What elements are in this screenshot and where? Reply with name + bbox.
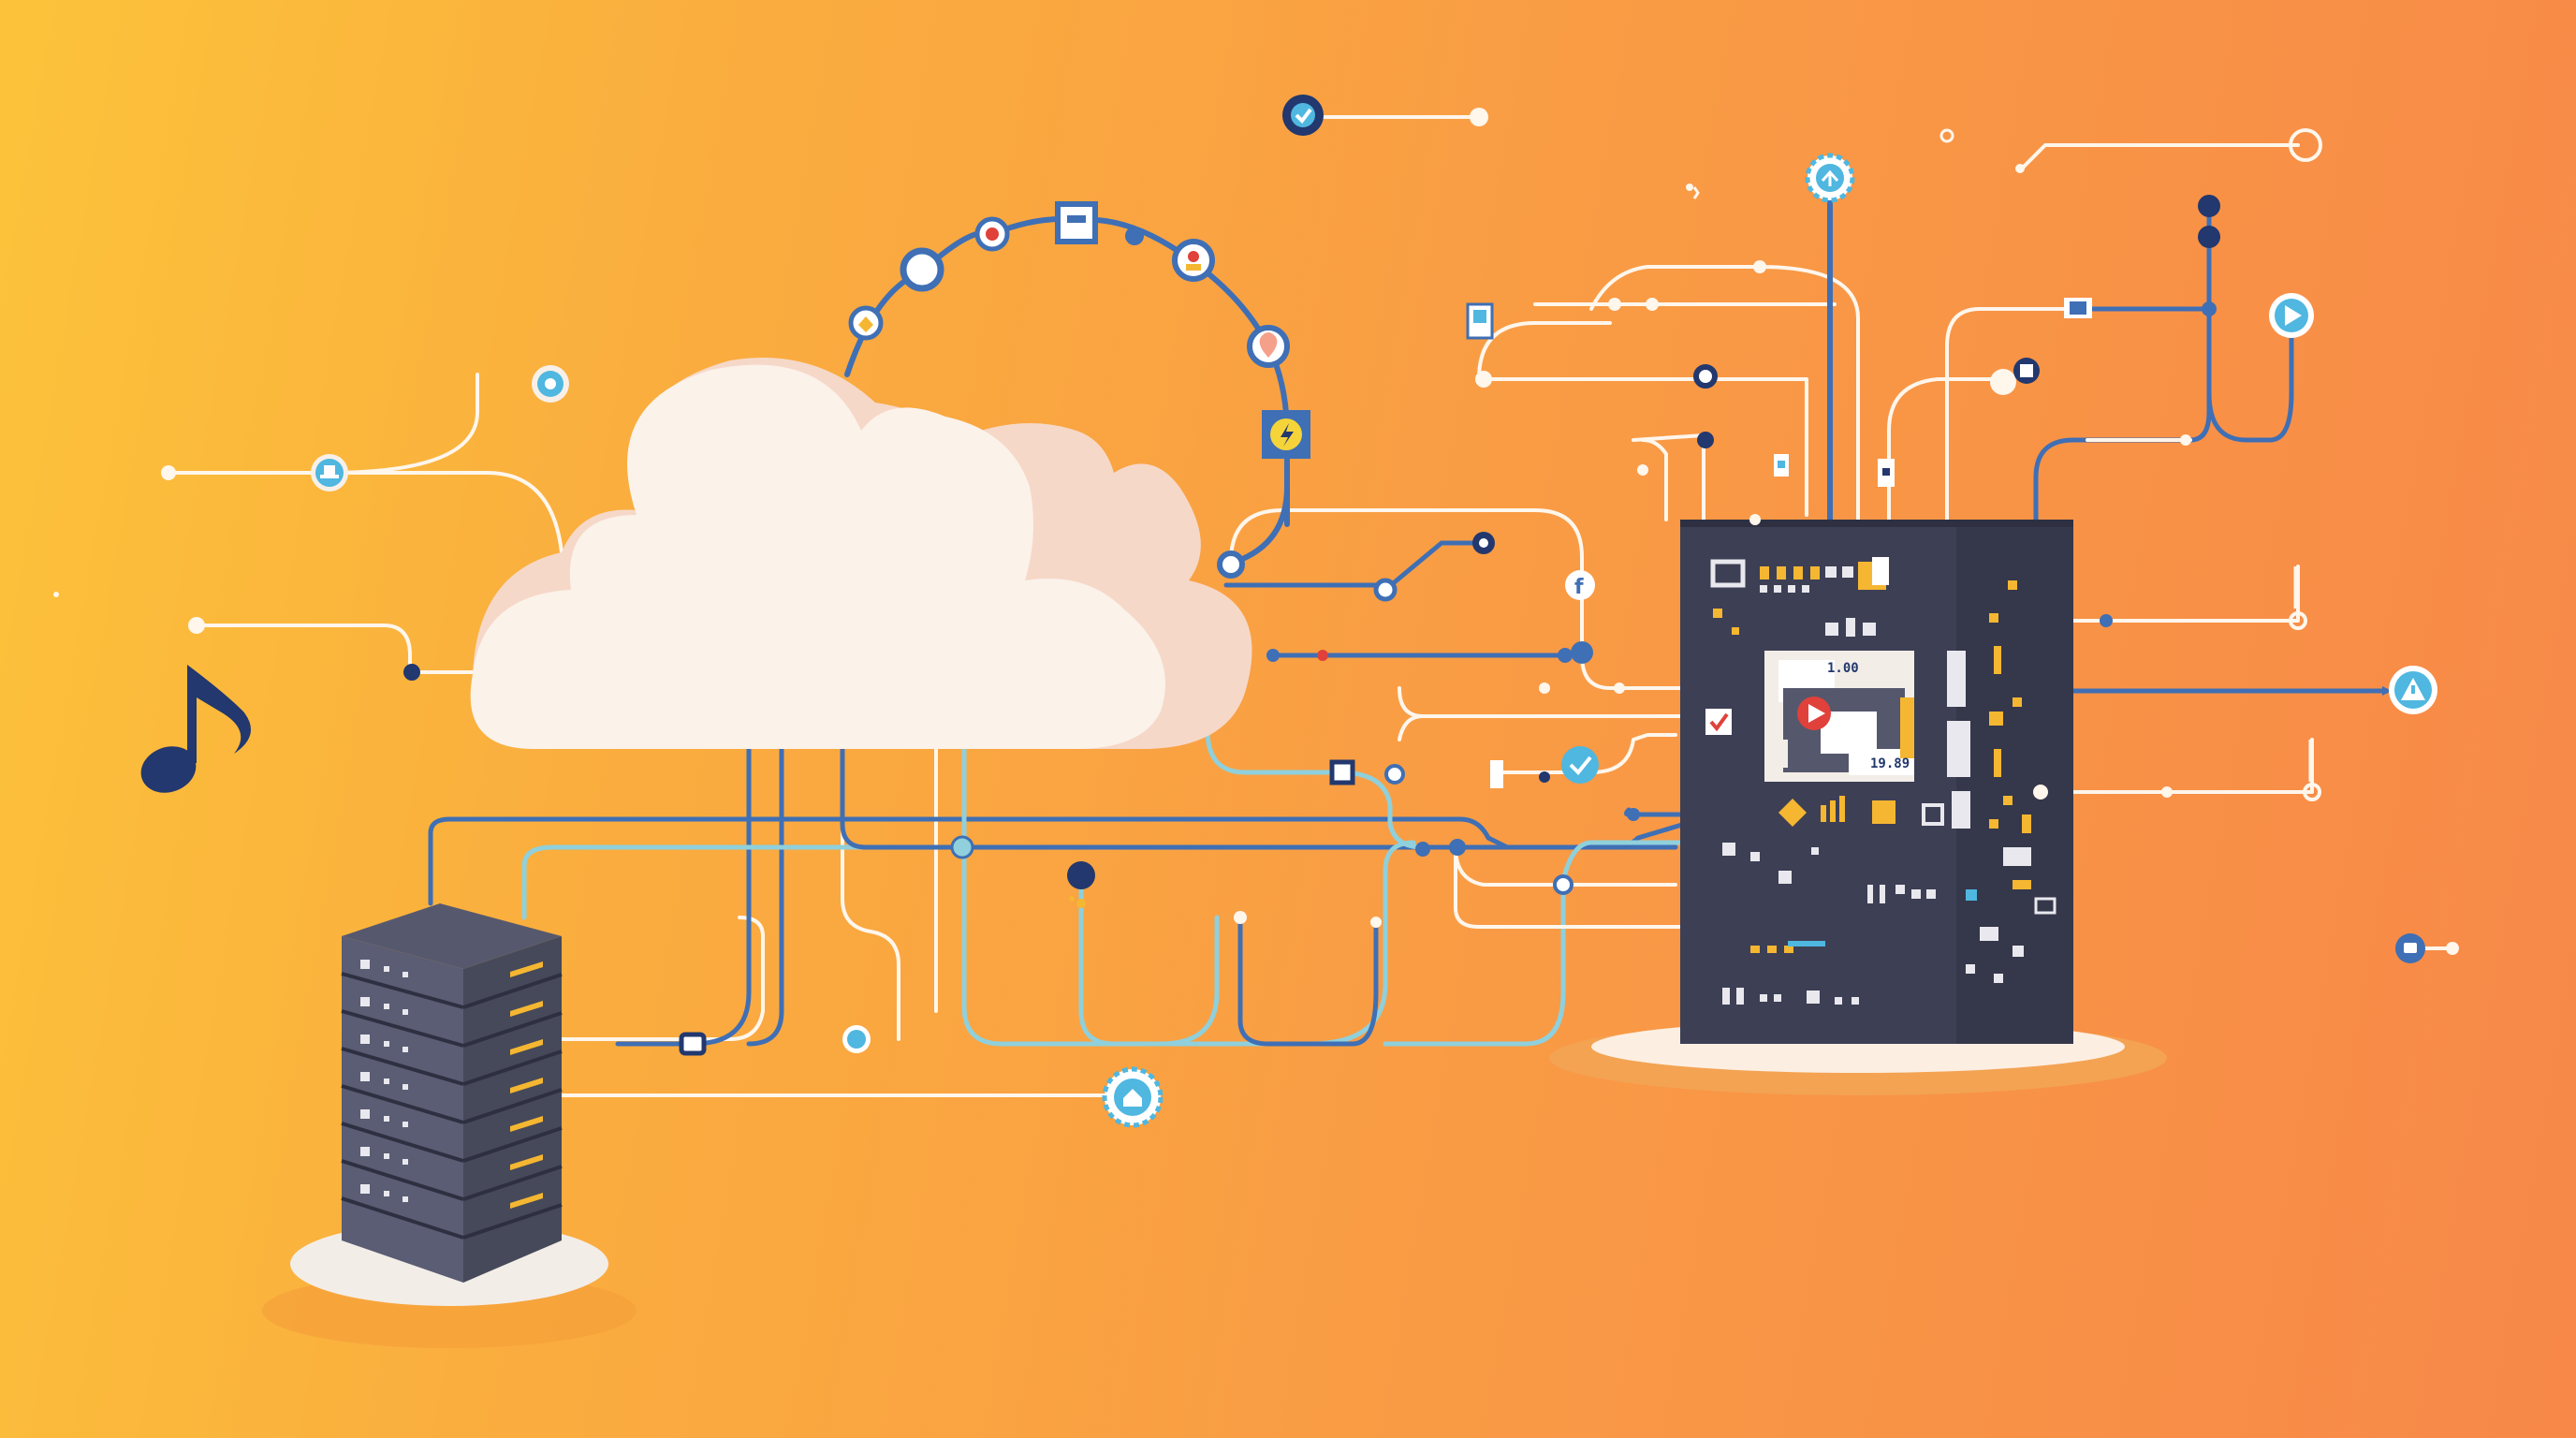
warning-icon <box>2382 666 2437 714</box>
link-icon <box>842 1025 871 1053</box>
gear-icon <box>532 365 569 403</box>
home-icon <box>1102 1066 1164 1128</box>
location-pin-icon <box>974 216 1010 252</box>
check-icon <box>1561 746 1599 784</box>
connector-nodes <box>53 108 2459 1056</box>
device-icons <box>1466 298 2092 487</box>
server-rack-icon <box>262 903 637 1348</box>
music-note-icon <box>140 665 251 793</box>
circuit-board-icon: 1.00 19.89 <box>1549 520 2167 1095</box>
upload-icon <box>311 454 348 492</box>
arc-node <box>1125 227 1144 245</box>
decorative-marks <box>1692 186 2312 782</box>
play-icon <box>2269 293 2314 338</box>
lightning-icon <box>1262 410 1310 459</box>
arc-node <box>900 247 944 292</box>
arc-icons <box>848 201 1310 459</box>
cloud-icon <box>470 358 1252 749</box>
user-icon <box>1172 239 1215 282</box>
chat-icon <box>2395 933 2425 963</box>
facebook-icon: f <box>1565 570 1595 600</box>
upload-icon <box>1805 153 1855 203</box>
location-pin-icon <box>848 305 884 341</box>
location-pin-icon <box>1247 325 1290 368</box>
window-icon <box>1055 201 1098 244</box>
chip-readout-bottom: 19.89 <box>1870 756 1910 771</box>
chip-readout-top: 1.00 <box>1827 661 1859 676</box>
check-icon <box>1282 95 1324 136</box>
svg-text:f: f <box>1574 576 1584 599</box>
chip-screen <box>1764 651 1914 782</box>
